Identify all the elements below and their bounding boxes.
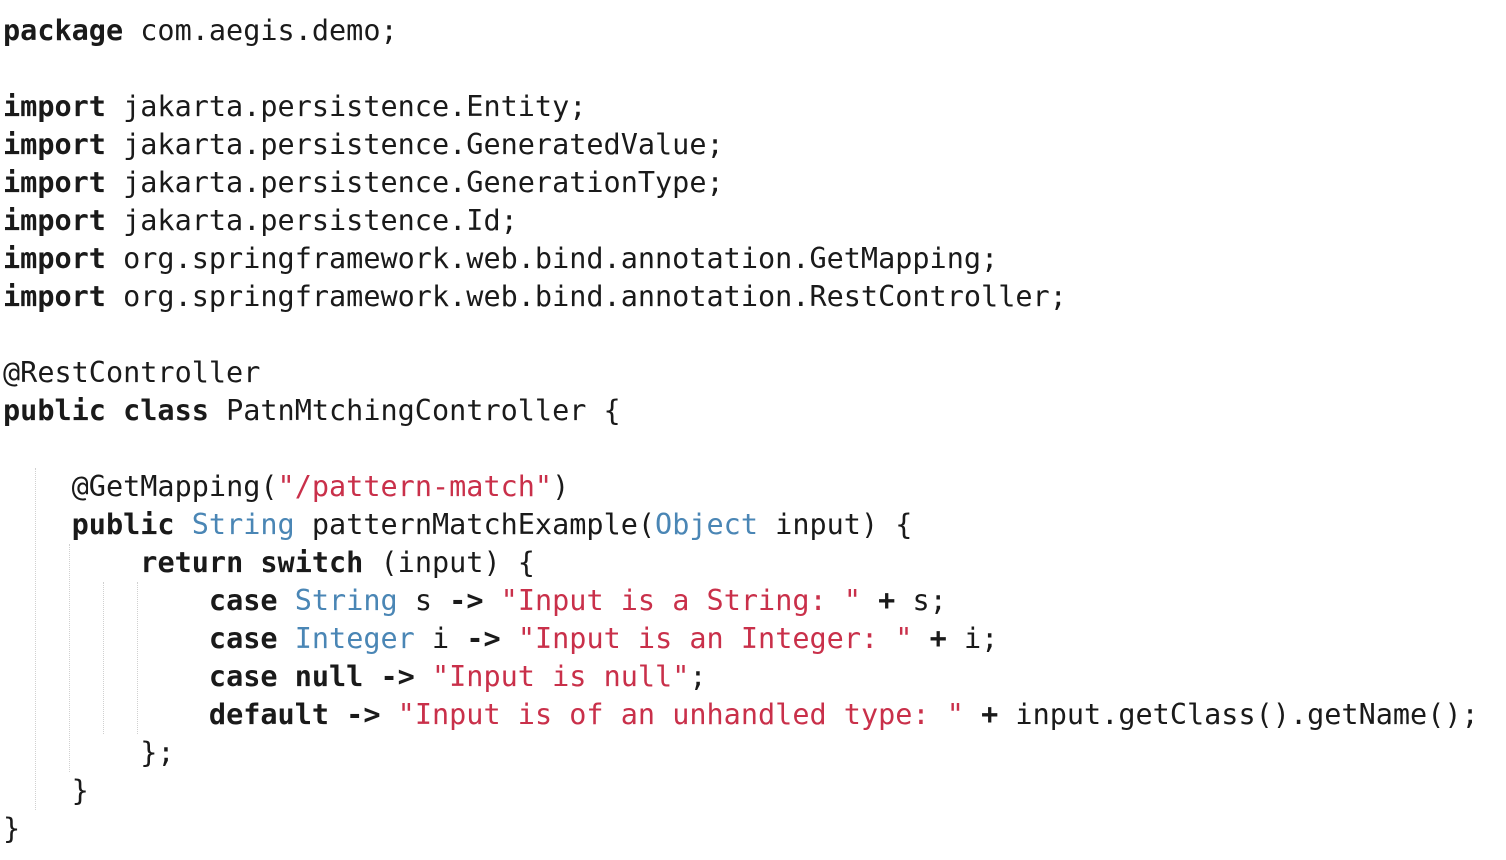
code-line[interactable] (3, 50, 1506, 88)
code-token-type: String (191, 508, 295, 541)
code-token-plain (483, 584, 500, 617)
code-token-type: String (294, 584, 398, 617)
code-token-plain (3, 584, 209, 617)
code-token-kw: import (3, 166, 106, 199)
code-token-kw: import (3, 280, 106, 313)
code-token-plain (501, 622, 518, 655)
code-token-plain: org.springframework.web.bind.annotation.… (105, 280, 1067, 313)
code-token-plain (415, 660, 432, 693)
code-token-plain: patternMatchExample( (294, 508, 656, 541)
code-line[interactable]: case String s -> "Input is a String: " +… (3, 582, 1506, 620)
code-token-plain (3, 508, 72, 541)
code-line[interactable]: } (3, 810, 1506, 848)
code-token-anno: ) (552, 470, 570, 503)
code-token-kw: case (208, 584, 278, 617)
code-token-kw: import (3, 90, 106, 123)
code-token-kw: import (3, 128, 106, 161)
code-token-plain (3, 622, 209, 655)
code-token-plain: PatnMtchingController { (208, 394, 621, 427)
code-line[interactable]: package com.aegis.demo; (3, 12, 1506, 50)
code-token-type: Object (655, 508, 758, 541)
code-token-plain: input) { (758, 508, 913, 541)
code-token-kw: case (208, 622, 278, 655)
code-token-kw: return switch (140, 546, 364, 579)
code-line[interactable]: public String patternMatchExample(Object… (3, 506, 1506, 544)
code-token-string: "Input is null" (431, 660, 690, 693)
code-line[interactable]: }; (3, 734, 1506, 772)
code-token-plain: jakarta.persistence.Id; (105, 204, 518, 237)
code-line[interactable]: public class PatnMtchingController { (3, 392, 1506, 430)
code-token-plain: input.getClass().getName(); (998, 698, 1479, 731)
code-token-plain (3, 470, 72, 503)
code-line[interactable]: import org.springframework.web.bind.anno… (3, 278, 1506, 316)
code-token-string: "Input is an Integer: " (517, 622, 913, 655)
code-token-string: "Input is of an unhandled type: " (397, 698, 964, 731)
code-token-op: -> (466, 622, 501, 655)
code-token-anno: @GetMapping( (71, 470, 278, 503)
code-token-string: "Input is a String: " (500, 584, 861, 617)
code-token-plain: } (3, 774, 89, 807)
code-token-op: + (981, 698, 999, 731)
code-token-plain: jakarta.persistence.Entity; (105, 90, 587, 123)
code-token-plain: org.springframework.web.bind.annotation.… (105, 242, 999, 275)
code-line[interactable]: @GetMapping("/pattern-match") (3, 468, 1506, 506)
code-token-plain (3, 546, 140, 579)
code-token-kw: public (71, 508, 175, 541)
code-token-op: -> (449, 584, 484, 617)
code-token-anno: @RestController (3, 356, 261, 389)
code-line[interactable] (3, 430, 1506, 468)
code-token-plain (964, 698, 981, 731)
code-token-kw: default -> (208, 698, 381, 731)
code-token-plain: com.aegis.demo; (123, 14, 398, 47)
code-line[interactable]: import jakarta.persistence.GeneratedValu… (3, 126, 1506, 164)
code-line[interactable]: } (3, 772, 1506, 810)
code-token-plain: s (397, 584, 450, 617)
code-token-plain: jakarta.persistence.GenerationType; (105, 166, 724, 199)
code-token-op: + (929, 622, 947, 655)
code-token-plain: } (3, 812, 21, 845)
code-token-kw: case null -> (208, 660, 415, 693)
code-line[interactable]: case Integer i -> "Input is an Integer: … (3, 620, 1506, 658)
code-line[interactable] (3, 316, 1506, 354)
code-token-plain (912, 622, 929, 655)
code-token-string: "/pattern-match" (277, 470, 553, 503)
code-token-kw: import (3, 204, 106, 237)
code-token-plain: s; (895, 584, 947, 617)
code-line[interactable]: @RestController (3, 354, 1506, 392)
code-line[interactable]: default -> "Input is of an unhandled typ… (3, 696, 1506, 734)
code-token-plain: i (414, 622, 467, 655)
code-token-op: + (878, 584, 896, 617)
code-token-plain (175, 508, 192, 541)
code-token-kw: package (3, 14, 124, 47)
code-line[interactable]: import jakarta.persistence.Id; (3, 202, 1506, 240)
code-line[interactable]: case null -> "Input is null"; (3, 658, 1506, 696)
code-token-plain (278, 584, 295, 617)
code-token-plain (861, 584, 878, 617)
code-token-kw: import (3, 242, 106, 275)
code-token-plain: (input) { (363, 546, 535, 579)
code-token-plain (381, 698, 398, 731)
code-token-kw: public class (3, 394, 209, 427)
code-token-type: Integer (294, 622, 415, 655)
code-token-plain (3, 660, 209, 693)
code-token-plain: ; (689, 660, 707, 693)
code-token-plain: jakarta.persistence.GeneratedValue; (105, 128, 724, 161)
code-token-plain: i; (946, 622, 999, 655)
code-line[interactable]: import jakarta.persistence.GenerationTyp… (3, 164, 1506, 202)
code-line[interactable]: import jakarta.persistence.Entity; (3, 88, 1506, 126)
code-token-plain: }; (3, 736, 175, 769)
code-line[interactable]: return switch (input) { (3, 544, 1506, 582)
code-token-plain (278, 622, 295, 655)
code-token-plain (3, 698, 209, 731)
code-line[interactable]: import org.springframework.web.bind.anno… (3, 240, 1506, 278)
